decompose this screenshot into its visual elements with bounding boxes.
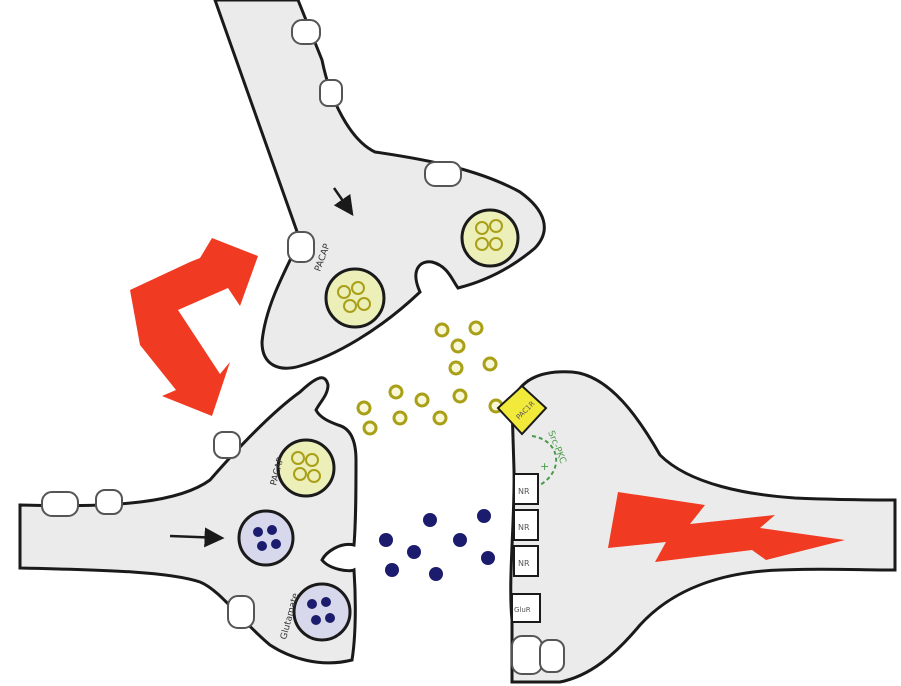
pacap-molecule [364, 422, 376, 434]
pacap-molecule [434, 412, 446, 424]
channel-label: GluR [514, 606, 531, 614]
pacap-molecule [394, 412, 406, 424]
membrane-protein [512, 636, 542, 674]
membrane-protein [42, 492, 78, 516]
membrane-protein [288, 232, 314, 262]
channel-label: NR [518, 559, 530, 568]
receptor-channels: NR NR NR GluR [512, 474, 540, 622]
pacap-molecule [454, 390, 466, 402]
pacap-molecules [358, 322, 502, 434]
glutamate-molecule [379, 533, 393, 547]
pacap-molecule [450, 362, 462, 374]
channel-label: NR [518, 487, 530, 496]
glutamate-molecules [379, 509, 495, 581]
membrane-protein [214, 432, 240, 458]
glutamate-molecule [385, 563, 399, 577]
membrane-protein [540, 640, 564, 672]
pacap-molecule [436, 324, 448, 336]
feedback-sign: + [540, 460, 549, 473]
membrane-protein [228, 596, 254, 628]
glutamate-vesicle [239, 511, 293, 565]
pacap-molecule [470, 322, 482, 334]
pacap-molecule [452, 340, 464, 352]
glutamate-molecule [477, 509, 491, 523]
glutamate-molecule [407, 545, 421, 559]
membrane-protein [292, 20, 320, 44]
membrane-protein [96, 490, 122, 514]
vesicle [462, 210, 518, 266]
pacap-molecule [416, 394, 428, 406]
glutamate-molecule [481, 551, 495, 565]
glutamate-molecule [429, 567, 443, 581]
membrane-protein [320, 80, 342, 106]
membrane-protein [425, 162, 461, 186]
glutamate-molecule [453, 533, 467, 547]
pacap-molecule [390, 386, 402, 398]
glutamate-molecule [423, 513, 437, 527]
red-double-arrow-icon [130, 238, 258, 416]
channel-label: NR [518, 523, 530, 532]
pacap-molecule [358, 402, 370, 414]
pacap-molecule [484, 358, 496, 370]
